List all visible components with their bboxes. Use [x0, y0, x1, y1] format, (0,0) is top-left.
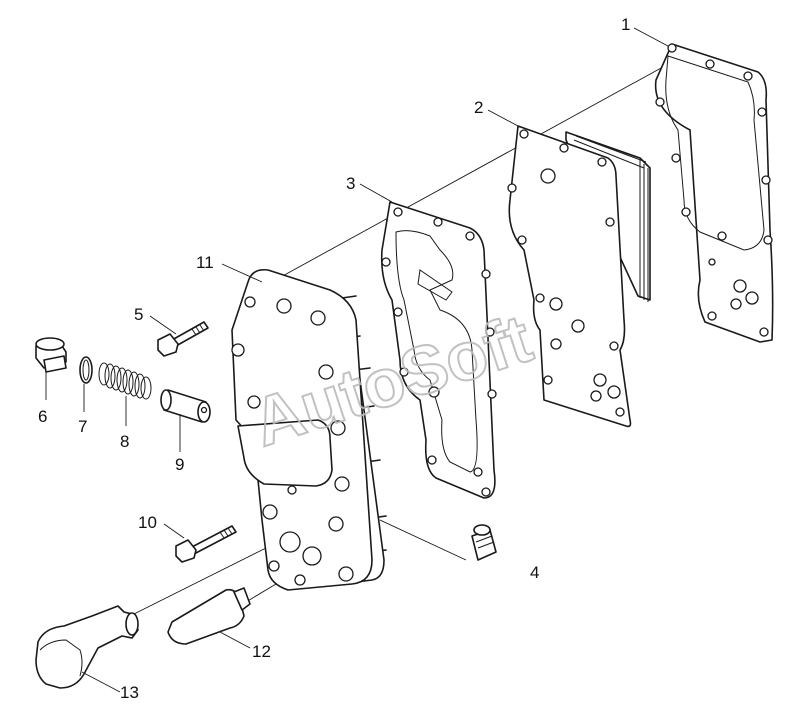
callout-6: 6: [38, 407, 47, 426]
part-6-plug: [35, 337, 67, 400]
callout-8: 8: [120, 432, 129, 451]
part-13-hose-connector: [35, 547, 267, 693]
leader-2: [487, 109, 519, 127]
leader-3: [359, 183, 393, 203]
part-4-plug: [379, 519, 497, 561]
part-11-housing: [231, 268, 387, 591]
callout-9: 9: [175, 455, 184, 474]
callout-7: 7: [78, 417, 87, 436]
part-12-sensor: [167, 583, 277, 649]
callout-13: 13: [120, 683, 139, 702]
callout-12: 12: [252, 642, 271, 661]
callout-4: 4: [530, 563, 539, 582]
callout-3: 3: [346, 174, 355, 193]
callout-5: 5: [134, 305, 143, 324]
callout-11: 11: [196, 253, 214, 272]
callout-1: 1: [621, 15, 630, 34]
part-1-gasket: [654, 43, 774, 343]
callout-10: 10: [138, 513, 157, 532]
part-2-oil-cooler: [507, 125, 651, 428]
part-5-bolt: [149, 315, 209, 357]
leader-11: [221, 263, 263, 283]
part-9-valve: [160, 389, 211, 452]
part-3-gasket: [380, 201, 497, 499]
part-7-o-ring: [79, 356, 93, 412]
alignment-line: [247, 61, 673, 296]
leader-1: [633, 27, 669, 47]
part-10-bolt: [163, 523, 237, 563]
part-8-spring: [98, 362, 152, 426]
callout-2: 2: [474, 98, 483, 117]
